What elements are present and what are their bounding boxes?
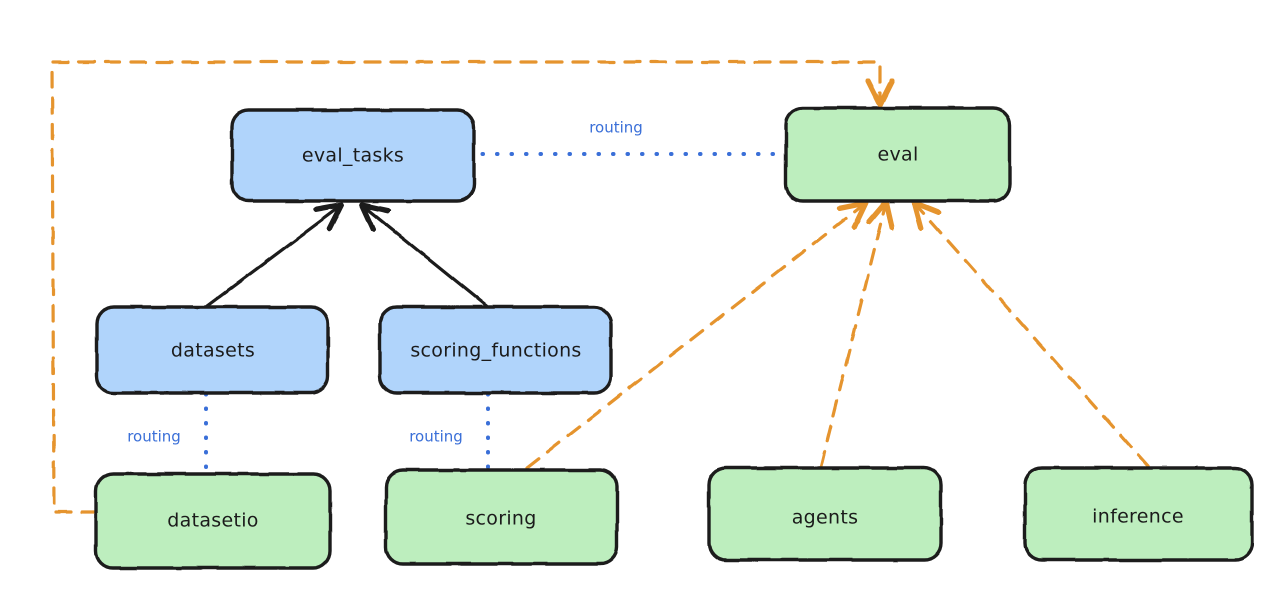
edge-datasetio-eval <box>50 60 880 514</box>
edge-datasets-eval_tasks <box>205 208 338 308</box>
node-datasetio-label: datasetio <box>167 510 258 532</box>
node-datasetio-shape <box>94 472 332 570</box>
edge-label-routing-scoring_functions-scoring: routing <box>409 428 463 446</box>
node-inference-label: inference <box>1092 506 1184 528</box>
node-eval-shape <box>784 106 1012 203</box>
edge-label-routing-eval_tasks-eval: routing <box>589 119 643 137</box>
node-agents-label: agents <box>792 507 859 529</box>
edge-scoring-eval <box>525 206 862 470</box>
dependency-edges <box>50 60 1150 514</box>
node-agents[interactable]: agents <box>707 466 943 562</box>
node-scoring[interactable]: scoring <box>384 468 619 566</box>
node-eval_tasks-label: eval_tasks <box>302 145 404 167</box>
node-agents-shape <box>707 466 943 562</box>
node-datasets[interactable]: datasets <box>95 305 330 395</box>
node-datasets-shape <box>95 305 330 395</box>
node-eval-label: eval <box>877 144 918 166</box>
node-inference-shape <box>1023 466 1254 562</box>
routing-edges <box>204 152 792 475</box>
node-scoring_functions[interactable]: scoring_functions <box>378 305 613 395</box>
node-scoring-label: scoring <box>465 508 536 530</box>
edge-labels: routing routing routing <box>127 119 643 446</box>
edge-agents-eval <box>819 206 885 468</box>
node-datasetio[interactable]: datasetio <box>94 472 332 570</box>
edge-label-routing-datasets-datasetio: routing <box>127 428 181 446</box>
node-scoring_functions-shape <box>378 305 613 395</box>
edge-scoring_functions-eval_tasks <box>366 208 489 308</box>
hierarchy-edges <box>205 208 489 308</box>
node-scoring_functions-label: scoring_functions <box>410 340 581 362</box>
node-eval[interactable]: eval <box>784 106 1012 203</box>
nodes: eval_tasks eval datasets scoring_functio… <box>94 106 1254 570</box>
node-eval_tasks-shape <box>230 108 476 203</box>
node-datasets-label: datasets <box>171 340 255 362</box>
node-inference[interactable]: inference <box>1023 466 1254 562</box>
edge-inference-eval <box>917 206 1150 468</box>
node-eval_tasks[interactable]: eval_tasks <box>230 108 476 203</box>
node-scoring-shape <box>384 468 619 566</box>
